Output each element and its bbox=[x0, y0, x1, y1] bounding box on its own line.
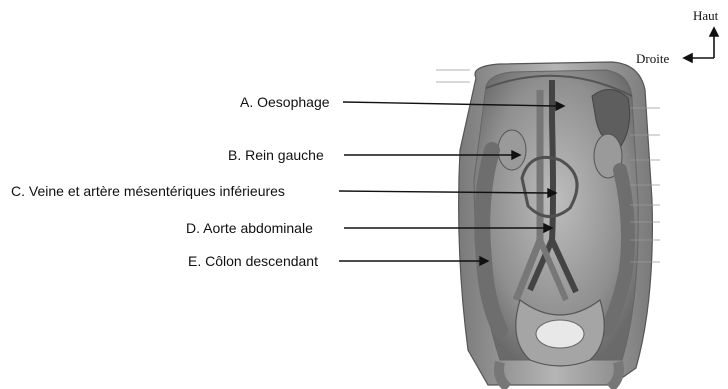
compass bbox=[684, 28, 718, 62]
pelvic-opening bbox=[536, 320, 584, 348]
label-aorte: D. Aorte abdominale bbox=[186, 220, 313, 236]
label-colon: E. Côlon descendant bbox=[188, 253, 318, 269]
kidney-right-organ bbox=[498, 130, 526, 170]
label-veine-artere: C. Veine et artère mésentériques inférie… bbox=[11, 183, 285, 199]
label-oesophage: A. Oesophage bbox=[240, 94, 330, 110]
compass-up-label: Haut bbox=[693, 8, 718, 23]
compass-right-label: Droite bbox=[636, 51, 669, 66]
label-rein-gauche: B. Rein gauche bbox=[228, 147, 324, 163]
